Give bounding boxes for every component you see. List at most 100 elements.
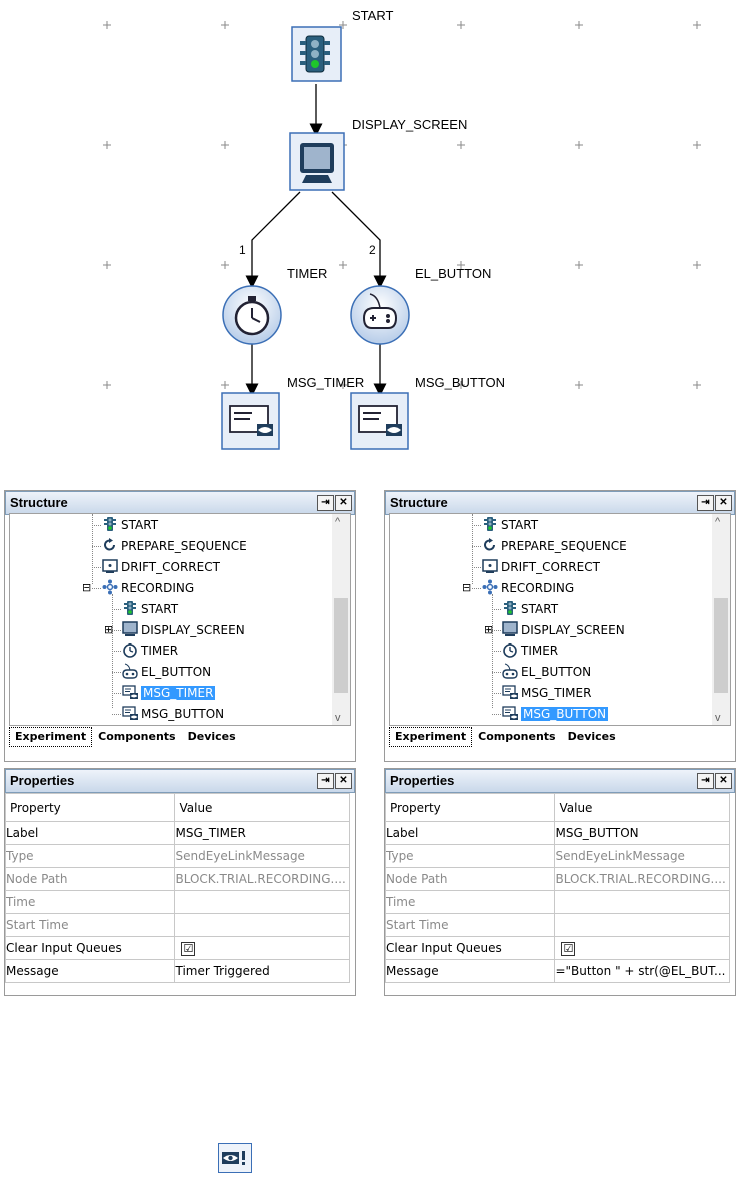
close-icon[interactable]: ✕ bbox=[335, 495, 352, 511]
branch-1-label: 1 bbox=[239, 243, 246, 257]
tree-item[interactable]: MSG_BUTTON bbox=[502, 705, 609, 723]
drift-correct-icon bbox=[482, 559, 498, 573]
property-value[interactable]: ="Button " + str(@EL_BUT... bbox=[554, 959, 730, 983]
pin-icon[interactable]: ⇥ bbox=[697, 773, 714, 789]
tree-item[interactable]: MSG_BUTTON bbox=[122, 705, 224, 723]
tree-item[interactable]: PREPARE_SEQUENCE bbox=[102, 537, 247, 555]
pin-icon[interactable]: ⇥ bbox=[317, 495, 334, 511]
gamepad-icon bbox=[502, 663, 518, 679]
property-name: Node Path bbox=[384, 867, 556, 891]
recording-icon bbox=[102, 579, 118, 595]
tree-item[interactable]: START bbox=[122, 600, 178, 618]
tree-item[interactable]: TIMER bbox=[502, 642, 558, 660]
timer-node[interactable] bbox=[222, 285, 282, 345]
start-node[interactable] bbox=[291, 26, 342, 82]
pin-icon[interactable]: ⇥ bbox=[317, 773, 334, 789]
tree-expander-icon[interactable]: ⊟ bbox=[82, 581, 92, 594]
display-screen-node[interactable] bbox=[289, 132, 345, 191]
close-icon[interactable]: ✕ bbox=[335, 773, 352, 789]
property-value[interactable]: MSG_BUTTON bbox=[554, 821, 730, 845]
close-icon[interactable]: ✕ bbox=[715, 495, 732, 511]
property-row[interactable]: Start Time bbox=[4, 913, 350, 937]
scroll-up-icon[interactable]: ^ bbox=[715, 516, 721, 528]
property-row[interactable]: Message="Button " + str(@EL_BUT... bbox=[384, 959, 730, 983]
tree-item[interactable]: START bbox=[482, 516, 538, 534]
msg-button-node[interactable] bbox=[350, 392, 409, 450]
clear-input-queues-checkbox[interactable]: ☑ bbox=[181, 941, 196, 956]
tree-item[interactable]: RECORDING bbox=[482, 579, 574, 597]
property-row[interactable]: Clear Input Queues ☑ bbox=[384, 936, 730, 960]
timer-label: TIMER bbox=[287, 266, 327, 281]
property-value[interactable]: Timer Triggered bbox=[174, 959, 350, 983]
tab-devices[interactable]: Devices bbox=[567, 730, 616, 743]
tree-guide bbox=[112, 651, 121, 652]
pin-icon[interactable]: ⇥ bbox=[697, 495, 714, 511]
tab-components[interactable]: Components bbox=[478, 730, 556, 743]
traffic-light-icon bbox=[484, 517, 496, 531]
tree-guide bbox=[112, 609, 121, 610]
scroll-down-icon[interactable]: v bbox=[715, 712, 721, 724]
tree-item[interactable]: DISPLAY_SCREEN bbox=[502, 621, 625, 639]
properties-title: Properties bbox=[390, 773, 455, 788]
tree-guide bbox=[112, 672, 121, 673]
scroll-thumb[interactable] bbox=[714, 598, 728, 693]
close-icon[interactable]: ✕ bbox=[715, 773, 732, 789]
traffic-light-icon bbox=[104, 517, 116, 531]
property-value[interactable]: MSG_TIMER bbox=[174, 821, 350, 845]
tab-components[interactable]: Components bbox=[98, 730, 176, 743]
scroll-down-icon[interactable]: v bbox=[335, 712, 341, 724]
tree-item[interactable]: PREPARE_SEQUENCE bbox=[482, 537, 627, 555]
tree-item[interactable]: TIMER bbox=[122, 642, 178, 660]
tree-item[interactable]: DRIFT_CORRECT bbox=[102, 558, 220, 576]
structure-tabs: Experiment Components Devices bbox=[389, 727, 622, 747]
property-row[interactable]: Clear Input Queues☑ bbox=[4, 936, 350, 960]
tree-item[interactable]: RECORDING bbox=[102, 579, 194, 597]
tree-item[interactable]: EL_BUTTON bbox=[122, 663, 211, 681]
tree-item[interactable]: START bbox=[102, 516, 158, 534]
property-row[interactable]: Start Time bbox=[384, 913, 730, 937]
tree-item[interactable]: DISPLAY_SCREEN bbox=[122, 621, 245, 639]
tree-item-label: DISPLAY_SCREEN bbox=[141, 623, 245, 637]
tree-item-label: START bbox=[121, 518, 159, 532]
tree-expander-icon[interactable]: ⊞ bbox=[104, 623, 114, 636]
traffic-light-icon bbox=[124, 601, 136, 615]
tree-guide bbox=[472, 588, 481, 589]
tree-guide bbox=[92, 588, 101, 589]
tree-item[interactable]: DRIFT_CORRECT bbox=[482, 558, 600, 576]
tree-guide bbox=[492, 651, 501, 652]
tree-guide bbox=[112, 693, 121, 694]
scroll-up-icon[interactable]: ^ bbox=[335, 516, 341, 528]
tab-experiment[interactable]: Experiment bbox=[389, 727, 473, 747]
structure-tree[interactable]: ^ v START PREPARE_SEQUENCE DRIFT_CORRECT ⊟ R… bbox=[9, 513, 351, 726]
tree-item[interactable]: MSG_TIMER bbox=[502, 684, 591, 702]
tree-item[interactable]: START bbox=[502, 600, 558, 618]
tab-experiment[interactable]: Experiment bbox=[9, 727, 93, 747]
tree-item[interactable]: EL_BUTTON bbox=[502, 663, 591, 681]
flow-diagram: START DISPLAY_SCREEN 1 2 TIMER EL_BUTTON bbox=[103, 8, 701, 450]
message-icon bbox=[502, 685, 518, 699]
property-row[interactable]: Time bbox=[4, 890, 350, 914]
tree-expander-icon[interactable]: ⊟ bbox=[462, 581, 472, 594]
tree-scrollbar[interactable]: ^ v bbox=[712, 514, 730, 725]
tree-scrollbar[interactable]: ^ v bbox=[332, 514, 350, 725]
tree-expander-icon[interactable]: ⊞ bbox=[484, 623, 494, 636]
tree-item[interactable]: MSG_TIMER bbox=[122, 684, 216, 702]
tree-item-label: START bbox=[501, 518, 539, 532]
property-row[interactable]: Time bbox=[384, 890, 730, 914]
scroll-thumb[interactable] bbox=[334, 598, 348, 693]
tree-item-label: DRIFT_CORRECT bbox=[501, 560, 600, 574]
msg-timer-node[interactable] bbox=[221, 392, 280, 450]
clear-input-queues-checkbox[interactable]: ☑ bbox=[561, 941, 576, 956]
tab-devices[interactable]: Devices bbox=[187, 730, 236, 743]
structure-tree[interactable]: ^ v START PREPARE_SEQUENCE DRIFT_CORRECT ⊟ R… bbox=[389, 513, 731, 726]
el-button-node[interactable] bbox=[350, 285, 410, 345]
property-name: Clear Input Queues bbox=[384, 936, 556, 960]
